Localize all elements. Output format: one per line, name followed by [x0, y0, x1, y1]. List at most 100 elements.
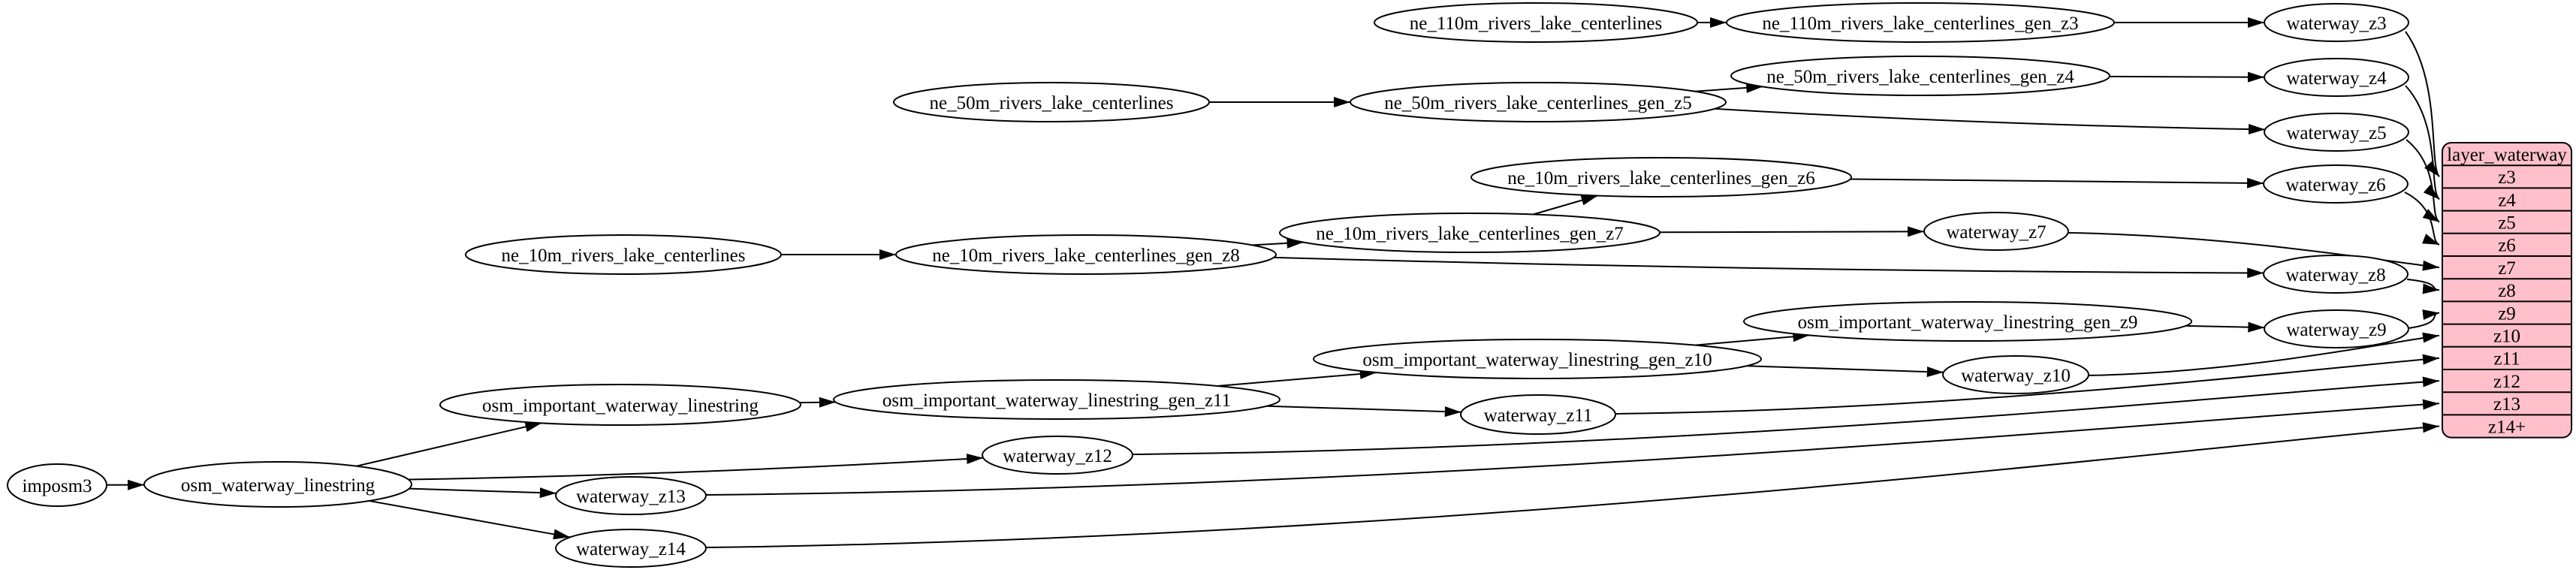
- node-waterway_z14: waterway_z14: [555, 529, 707, 568]
- node-waterway_z11: waterway_z11: [1460, 394, 1616, 435]
- node-waterway_z7: waterway_z7: [1923, 212, 2069, 251]
- node-ellipse-ne_10m_rivers_lake_centerlines_gen_z6: [1470, 157, 1852, 198]
- edge-ne_10m_rivers_lake_centerlines_gen_z7-to-waterway_z7: [1659, 226, 1925, 237]
- edge-waterway_z5-to-table-row-z5: [2406, 139, 2440, 223]
- edge-waterway_z8-to-table-row-z8: [2406, 279, 2440, 294]
- node-waterway_z13: waterway_z13: [555, 476, 707, 515]
- table-row-z10: z10: [2493, 326, 2520, 346]
- node-label-waterway_z10: waterway_z10: [1961, 366, 2071, 386]
- edge-ne_10m_rivers_lake_centerlines_gen_z7-to-ne_10m_rivers_lake_centerlines_gen_z6: [1533, 195, 1598, 216]
- node-label-osm_important_waterway_linestring_gen_z9: osm_important_waterway_linestring_gen_z9: [1798, 312, 2138, 333]
- node-ellipse-imposm3: [7, 463, 107, 507]
- table-title: layer_waterway: [2447, 145, 2567, 165]
- edge-ne_10m_rivers_lake_centerlines_gen_z6-to-waterway_z6: [1850, 177, 2264, 188]
- node-osm_important_waterway_linestring_gen_z10: osm_important_waterway_linestring_gen_z1…: [1313, 339, 1762, 379]
- edge-osm_important_waterway_linestring_gen_z10-to-osm_important_waterway_linestring_gen_z9: [1695, 331, 1810, 346]
- edge-osm_important_waterway_linestring_gen_z10-to-waterway_z10: [1746, 365, 1944, 378]
- node-ellipse-ne_110m_rivers_lake_centerlines_gen_z3: [1726, 2, 2115, 43]
- edge-waterway_z4-to-table-row-z4: [2405, 85, 2440, 201]
- node-ellipse-osm_important_waterway_linestring_gen_z11: [833, 379, 1280, 420]
- node-label-waterway_z14: waterway_z14: [576, 539, 686, 559]
- node-ellipse-waterway_z7: [1923, 212, 2069, 251]
- node-ne_110m_rivers_lake_centerlines: ne_110m_rivers_lake_centerlines: [1374, 2, 1698, 43]
- node-ne_50m_rivers_lake_centerlines_gen_z4: ne_50m_rivers_lake_centerlines_gen_z4: [1730, 56, 2110, 96]
- edge-waterway_z11-to-table-row-z11: [1615, 354, 2440, 415]
- node-ellipse-waterway_z9: [2264, 309, 2409, 348]
- edge-ne_10m_rivers_lake_centerlines_gen_z8-to-waterway_z8: [1274, 256, 2264, 279]
- table-row-z14+: z14+: [2488, 417, 2526, 437]
- node-waterway_z10: waterway_z10: [1942, 355, 2089, 394]
- table-row-z5: z5: [2498, 213, 2516, 233]
- node-label-ne_110m_rivers_lake_centerlines: ne_110m_rivers_lake_centerlines: [1410, 14, 1662, 34]
- node-ne_10m_rivers_lake_centerlines_gen_z6: ne_10m_rivers_lake_centerlines_gen_z6: [1470, 157, 1852, 198]
- edge-osm_waterway_linestring-to-osm_important_waterway_linestring: [356, 421, 542, 467]
- table-row-z12: z12: [2493, 372, 2520, 392]
- table-frame: [2442, 142, 2572, 439]
- edge-ne_10m_rivers_lake_centerlines_gen_z8-to-ne_10m_rivers_lake_centerlines_gen_z7: [1252, 237, 1304, 249]
- edge-waterway_z12-to-table-row-z12: [1132, 376, 2440, 455]
- node-ellipse-ne_10m_rivers_lake_centerlines: [465, 234, 782, 275]
- node-ellipse-ne_10m_rivers_lake_centerlines_gen_z8: [895, 234, 1277, 275]
- edge-ne_50m_rivers_lake_centerlines_gen_z5-to-ne_50m_rivers_lake_centerlines_gen_z4: [1694, 82, 1763, 93]
- table-row-z13: z13: [2493, 394, 2520, 415]
- node-label-imposm3: imposm3: [22, 476, 92, 496]
- node-waterway_z5: waterway_z5: [2264, 113, 2409, 152]
- node-label-waterway_z4: waterway_z4: [2286, 68, 2387, 89]
- node-label-waterway_z12: waterway_z12: [1003, 446, 1112, 466]
- node-ellipse-ne_50m_rivers_lake_centerlines_gen_z5: [1350, 82, 1727, 122]
- layer-waterway-table: layer_waterwayz3z4z5z6z7z8z9z10z11z12z13…: [2442, 142, 2572, 439]
- node-label-ne_10m_rivers_lake_centerlines_gen_z7: ne_10m_rivers_lake_centerlines_gen_z7: [1316, 224, 1624, 244]
- node-waterway_z4: waterway_z4: [2264, 58, 2409, 97]
- node-ellipse-ne_10m_rivers_lake_centerlines_gen_z7: [1279, 213, 1661, 253]
- node-ellipse-ne_110m_rivers_lake_centerlines: [1374, 2, 1698, 43]
- node-osm_waterway_linestring: osm_waterway_linestring: [143, 461, 412, 508]
- edge-waterway_z3-to-table-row-z3: [2405, 31, 2440, 177]
- node-ellipse-waterway_z12: [982, 436, 1133, 475]
- node-ellipse-osm_important_waterway_linestring_gen_z9: [1743, 301, 2192, 342]
- node-label-osm_important_waterway_linestring_gen_z11: osm_important_waterway_linestring_gen_z1…: [882, 391, 1231, 411]
- node-label-ne_10m_rivers_lake_centerlines_gen_z6: ne_10m_rivers_lake_centerlines_gen_z6: [1507, 168, 1815, 188]
- table-row-z7: z7: [2498, 258, 2516, 279]
- table-row-z11: z11: [2493, 349, 2520, 369]
- node-label-ne_110m_rivers_lake_centerlines_gen_z3: ne_110m_rivers_lake_centerlines_gen_z3: [1762, 14, 2078, 34]
- node-waterway_z6: waterway_z6: [2263, 164, 2409, 204]
- edge-osm_important_waterway_linestring_gen_z11-to-waterway_z11: [1266, 405, 1461, 418]
- node-label-ne_50m_rivers_lake_centerlines_gen_z4: ne_50m_rivers_lake_centerlines_gen_z4: [1766, 67, 2074, 87]
- table-row-z9: z9: [2498, 303, 2516, 324]
- edge-waterway_z13-to-table-row-z13: [705, 399, 2440, 496]
- node-ellipse-waterway_z8: [2263, 255, 2409, 294]
- node-ellipse-waterway_z6: [2263, 164, 2409, 204]
- node-ellipse-waterway_z13: [555, 476, 707, 515]
- edge-waterway_z10-to-table-row-z10: [2088, 332, 2440, 376]
- node-label-waterway_z7: waterway_z7: [1946, 222, 2046, 243]
- edge-waterway_z9-to-table-row-z9: [2408, 309, 2440, 329]
- node-osm_important_waterway_linestring: osm_important_waterway_linestring: [439, 384, 801, 426]
- edge-ne_50m_rivers_lake_centerlines_gen_z5-to-waterway_z5: [1715, 107, 2266, 135]
- node-label-waterway_z5: waterway_z5: [2286, 123, 2386, 143]
- node-waterway_z3: waterway_z3: [2264, 3, 2409, 42]
- node-ellipse-osm_important_waterway_linestring_gen_z10: [1313, 339, 1762, 379]
- table-row-z6: z6: [2498, 236, 2516, 256]
- node-ellipse-ne_50m_rivers_lake_centerlines: [893, 82, 1210, 122]
- node-ne_50m_rivers_lake_centerlines_gen_z5: ne_50m_rivers_lake_centerlines_gen_z5: [1350, 82, 1727, 122]
- node-label-waterway_z11: waterway_z11: [1484, 406, 1593, 426]
- node-ellipse-osm_important_waterway_linestring: [439, 384, 801, 426]
- table-row-z4: z4: [2498, 190, 2516, 210]
- node-waterway_z9: waterway_z9: [2264, 309, 2409, 348]
- node-label-waterway_z3: waterway_z3: [2286, 14, 2386, 34]
- node-imposm3: imposm3: [7, 463, 107, 507]
- edge-waterway_z14-to-table-row-z14+: [705, 422, 2440, 548]
- node-ne_110m_rivers_lake_centerlines_gen_z3: ne_110m_rivers_lake_centerlines_gen_z3: [1726, 2, 2115, 43]
- edges-layer: [106, 17, 2440, 548]
- table-row-z3: z3: [2498, 167, 2516, 188]
- edge-osm_waterway_linestring-to-waterway_z14: [369, 499, 571, 540]
- node-ne_10m_rivers_lake_centerlines_gen_z7: ne_10m_rivers_lake_centerlines_gen_z7: [1279, 213, 1661, 253]
- node-label-osm_important_waterway_linestring: osm_important_waterway_linestring: [482, 396, 759, 416]
- node-waterway_z12: waterway_z12: [982, 436, 1133, 475]
- edge-osm_waterway_linestring-to-waterway_z12: [408, 453, 984, 481]
- edge-osm_waterway_linestring-to-waterway_z13: [409, 487, 557, 499]
- node-ellipse-waterway_z11: [1460, 394, 1616, 435]
- edge-osm_important_waterway_linestring_gen_z9-to-waterway_z9: [2185, 321, 2265, 333]
